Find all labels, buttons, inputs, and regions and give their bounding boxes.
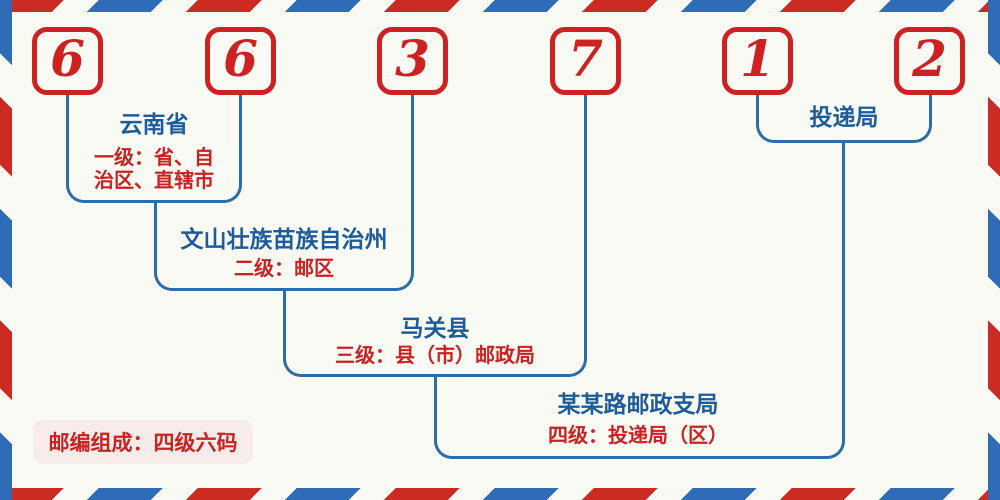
- digit-3: 3: [395, 29, 430, 88]
- level-4-name: 某某路邮政支局: [557, 391, 719, 418]
- airmail-border-left: [0, 0, 12, 500]
- level-1-desc: 一级：省、自治区、直辖市: [94, 145, 214, 192]
- digit-2: 6: [223, 29, 258, 88]
- digit-box-1: 6: [32, 27, 103, 95]
- bracket-level-1: [66, 95, 242, 203]
- bracket-level-3: [283, 291, 587, 377]
- level-3-desc: 三级：县（市）邮政局: [335, 343, 535, 367]
- line-delivery-drop: [842, 143, 845, 377]
- postal-composition-badge: 邮编组成：四级六码: [33, 420, 253, 464]
- delivery-office-label: 投递局: [809, 104, 879, 131]
- level-1-name: 云南省: [119, 111, 189, 138]
- digit-1: 6: [50, 29, 85, 88]
- digit-box-6: 2: [894, 27, 965, 95]
- postal-composition-text: 邮编组成：四级六码: [48, 430, 238, 455]
- digit-box-5: 1: [722, 27, 793, 95]
- digit-4: 7: [568, 29, 603, 88]
- digit-5: 1: [740, 29, 775, 88]
- level-2-name: 文山壮族苗族自治州: [180, 226, 388, 253]
- bracket-level-4: [434, 377, 845, 459]
- digit-6: 2: [912, 29, 947, 88]
- line-digit3-drop: [411, 95, 414, 206]
- digit-box-3: 3: [377, 27, 448, 95]
- level-3-name: 马关县: [400, 315, 470, 342]
- bracket-level-2: [154, 203, 414, 291]
- digit-box-4: 7: [550, 27, 621, 95]
- airmail-border-right: [988, 0, 1000, 500]
- airmail-border-top: [0, 0, 1000, 12]
- digit-box-2: 6: [205, 27, 276, 95]
- bracket-delivery-office: [756, 95, 932, 143]
- airmail-border-bottom: [0, 488, 1000, 500]
- line-digit4-drop: [584, 95, 587, 294]
- level-2-desc: 二级：邮区: [234, 256, 334, 280]
- level-4-desc: 四级：投递局（区）: [548, 423, 728, 447]
